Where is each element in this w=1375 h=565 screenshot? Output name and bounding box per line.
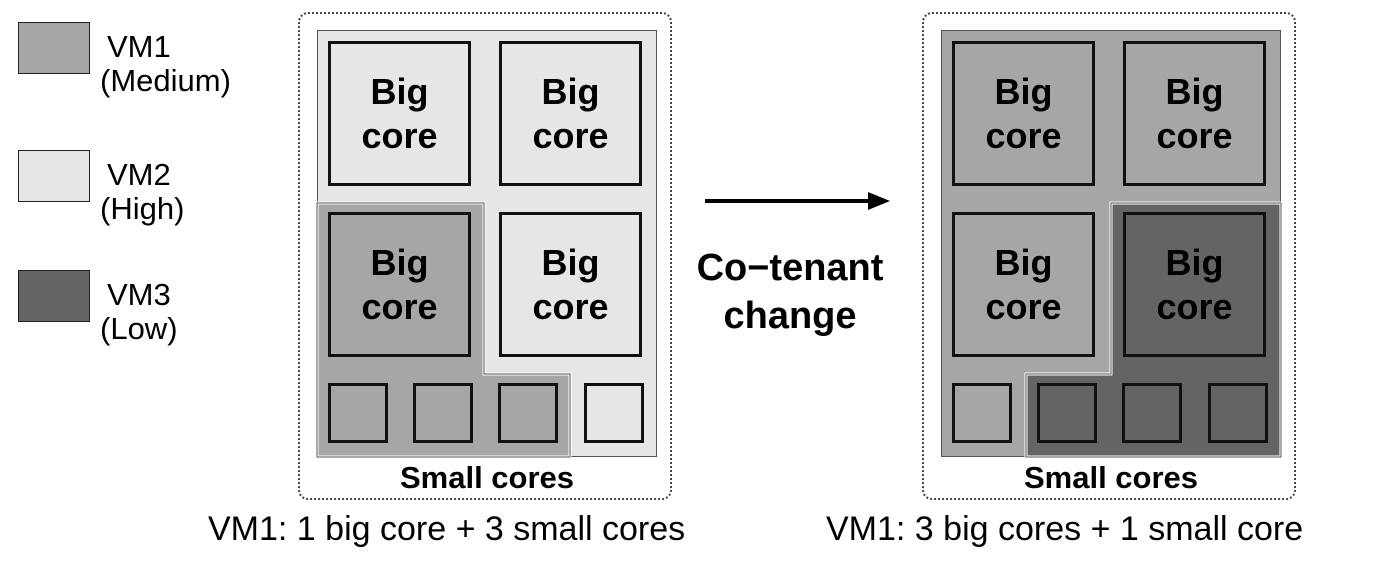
left-caption: VM1: 1 big core + 3 small cores [208, 510, 686, 548]
legend-swatch-vm1 [18, 22, 90, 74]
left-small-core-2 [413, 383, 473, 443]
legend-vm2-level: (High) [100, 191, 185, 226]
arrow-icon [705, 192, 890, 210]
legend-swatch-vm2 [18, 150, 90, 202]
right-small-core-4 [1208, 383, 1268, 443]
big-core-label-line2: core [532, 114, 609, 156]
legend-swatch-vm3 [18, 270, 90, 322]
big-core-label-line1: Big [1165, 241, 1224, 283]
transition-label-line2: change [723, 295, 857, 337]
big-core-label-line2: core [985, 285, 1062, 327]
big-core-label-line1: Big [994, 241, 1053, 283]
big-core-label-line2: core [985, 114, 1062, 156]
big-core-label-line2: core [532, 285, 609, 327]
right-small-core-2 [1037, 383, 1097, 443]
big-core-label-line2: core [361, 114, 438, 156]
big-core-label-line2: core [1156, 285, 1233, 327]
big-core-label-line1: Big [370, 241, 429, 283]
big-core-label-line2: core [1156, 114, 1233, 156]
left-small-cores-label: Small cores [399, 460, 575, 495]
left-small-core-1 [328, 383, 388, 443]
right-caption: VM1: 3 big cores + 1 small core [826, 510, 1304, 548]
right-small-core-1 [952, 383, 1012, 443]
left-small-core-4 [584, 383, 644, 443]
right-small-cores-label: Small cores [1023, 460, 1199, 495]
legend-vm1-name: VM1 [107, 29, 171, 64]
big-core-label-line2: core [361, 285, 438, 327]
big-core-label-line1: Big [541, 241, 600, 283]
left-small-core-3 [498, 383, 558, 443]
legend-vm1-level: (Medium) [100, 63, 231, 98]
transition-label-line1: Co−tenant [696, 247, 884, 289]
legend-vm3-name: VM3 [107, 277, 171, 312]
big-core-label-line1: Big [994, 70, 1053, 112]
big-core-label-line1: Big [1165, 70, 1224, 112]
legend-label-vm1: VM1 (Medium) [100, 29, 231, 98]
transition-label: Co−tenant change [680, 244, 900, 340]
legend-label-vm2: VM2 (High) [100, 157, 184, 226]
right-small-core-3 [1122, 383, 1182, 443]
big-core-label-line1: Big [370, 70, 429, 112]
legend-label-vm3: VM3 (Low) [100, 277, 178, 346]
legend-vm2-name: VM2 [107, 157, 171, 192]
legend-vm3-level: (Low) [100, 311, 178, 346]
big-core-label-line1: Big [541, 70, 600, 112]
